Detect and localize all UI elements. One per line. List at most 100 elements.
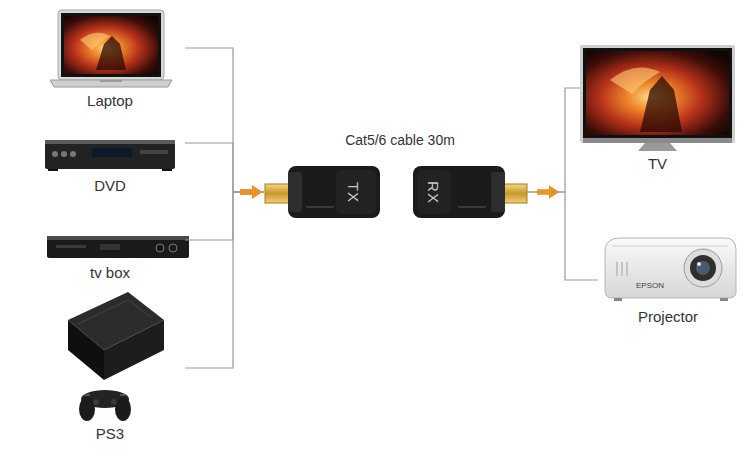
dvd-picture-part <box>52 151 58 157</box>
dvd-picture-part <box>45 140 175 169</box>
tv-box-picture-part <box>100 244 120 250</box>
node-label: PS3 <box>96 425 124 443</box>
brand-label-box: EPSON <box>636 274 664 292</box>
node-label: DVD <box>94 177 126 195</box>
receiver-node: RX <box>413 166 527 218</box>
projector-picture-part <box>621 262 623 276</box>
laptop-picture-part <box>61 13 161 77</box>
connector-line <box>185 143 264 192</box>
dvd-picture-part <box>70 151 76 157</box>
dvd-picture <box>45 140 175 171</box>
tx-adapter-picture-part <box>288 172 302 212</box>
laptop-picture-part <box>100 80 122 82</box>
rx-adapter-picture-part <box>503 184 527 203</box>
ps3-picture-part <box>115 397 131 421</box>
tv-box-picture-part <box>156 244 164 252</box>
dvd-picture-part <box>45 140 175 144</box>
tv-picture-part <box>610 68 660 95</box>
cable-label-box: Cat5/6 cable 30m <box>345 131 455 149</box>
tv-picture-part <box>583 48 732 138</box>
projector-picture-part <box>616 262 618 276</box>
signal-arrow <box>537 186 559 199</box>
dvd-picture-part <box>140 150 168 154</box>
tv-box-picture-part <box>169 244 177 252</box>
projector-node: Projector <box>598 230 738 328</box>
projector-picture-part <box>626 262 628 276</box>
connector-group <box>185 186 264 369</box>
node-label: tv box <box>90 264 130 282</box>
tx-adapter-picture-part <box>306 206 334 208</box>
ps3-picture-part <box>111 399 117 405</box>
signal-arrow <box>240 186 262 199</box>
dvd-picture-part <box>162 169 172 171</box>
tv-box-picture-part <box>47 236 189 240</box>
ps3-picture-part <box>104 320 164 380</box>
connector-group <box>527 88 580 199</box>
tx-adapter-picture <box>265 166 380 218</box>
rx-adapter-picture-part <box>491 172 505 212</box>
tv-picture-part <box>586 51 729 135</box>
node-label: Projector <box>638 308 698 326</box>
connector-group <box>185 48 264 199</box>
node-label: TX <box>345 181 362 202</box>
tv-picture-part <box>638 143 677 151</box>
tv-picture-part <box>580 45 735 143</box>
tv-box-picture-part <box>56 245 86 248</box>
tx-adapter-picture-part <box>288 166 380 218</box>
brand-label: EPSON <box>636 281 664 290</box>
projector-picture-part <box>697 262 701 266</box>
tv-picture-part <box>583 138 732 143</box>
projector-picture-part <box>684 249 722 287</box>
node-label: TV <box>648 155 667 173</box>
tv-box-picture <box>47 236 189 258</box>
node-label: RX <box>425 181 442 204</box>
ps3-picture-part <box>79 397 95 421</box>
connector-line <box>527 88 580 192</box>
connector-group <box>527 186 598 281</box>
projector-picture-part <box>690 255 716 281</box>
dvd-node: DVD <box>35 135 185 197</box>
laptop-picture-part <box>64 16 158 74</box>
dvd-picture-part <box>48 169 58 171</box>
connector-line <box>185 192 264 368</box>
connector-group <box>185 143 264 199</box>
signal-arrow <box>240 186 262 199</box>
connector-line <box>527 192 598 280</box>
laptop-picture-part <box>58 10 164 80</box>
projector-picture-part <box>614 298 622 301</box>
tx-adapter-picture-part <box>265 184 291 203</box>
dvd-picture-part <box>92 148 132 157</box>
dvd-picture-part <box>61 151 67 157</box>
ps3-picture-part <box>84 394 90 396</box>
ps3-picture-part <box>120 394 126 396</box>
rx-adapter-picture-part <box>413 166 505 218</box>
laptop-picture <box>50 10 172 87</box>
signal-arrow <box>537 186 559 199</box>
connector-group <box>185 186 264 241</box>
rx-adapter-picture-part <box>458 206 486 208</box>
laptop-picture-part <box>50 80 172 87</box>
projector-picture-part <box>696 261 710 275</box>
tv-picture-part <box>640 76 682 132</box>
node-label: Laptop <box>87 92 133 110</box>
signal-arrow <box>240 186 262 199</box>
transmitter-node: TX <box>264 166 380 218</box>
tv-box-picture-part <box>47 236 189 258</box>
ps3-picture-part <box>93 399 99 405</box>
connector-line <box>185 192 264 240</box>
tx-adapter-picture-part <box>336 170 376 214</box>
rx-adapter-picture <box>413 166 527 218</box>
projector-picture-part <box>720 298 728 301</box>
tv-node: TV <box>580 42 735 175</box>
ps3-picture-part <box>68 320 104 380</box>
tv-picture <box>580 45 735 151</box>
projector-picture-part <box>605 238 736 298</box>
laptop-node: Laptop <box>35 8 185 112</box>
laptop-picture-part <box>80 33 110 50</box>
tv-box-node: tv box <box>35 228 185 284</box>
